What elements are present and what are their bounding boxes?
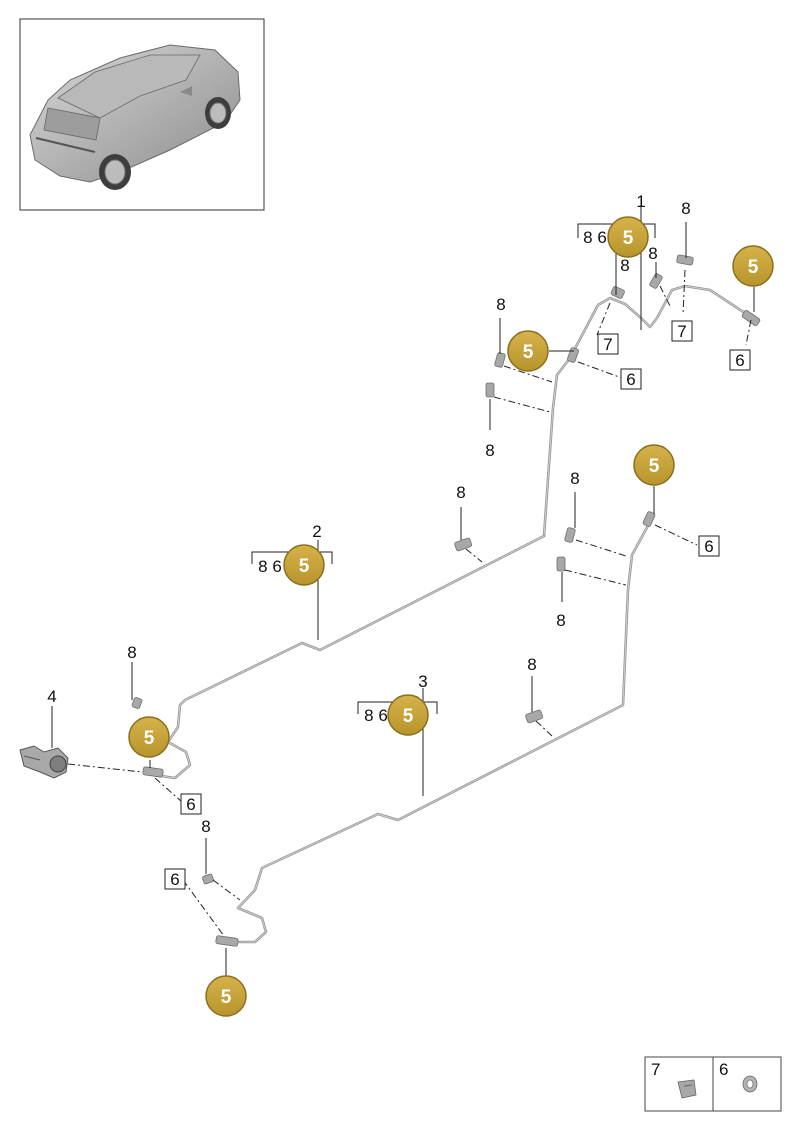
badge-5[interactable]: 5 — [205, 975, 247, 1017]
callout-6-box[interactable]: 6 — [180, 793, 202, 815]
callout-7-box[interactable]: 7 — [597, 333, 619, 355]
svg-text:7: 7 — [603, 335, 612, 354]
callout-6-box[interactable]: 6 — [164, 868, 186, 890]
group-3-label: 8 6 — [364, 706, 388, 725]
callout-4[interactable]: 4 — [47, 687, 56, 706]
callout-1[interactable]: 1 — [636, 192, 645, 211]
pipe-end-fitting[interactable] — [642, 511, 656, 527]
callout-7-box[interactable]: 7 — [671, 320, 693, 342]
callout-6-box[interactable]: 6 — [729, 349, 751, 371]
badge-5[interactable]: 5 — [507, 330, 549, 372]
badge-5[interactable]: 5 — [387, 694, 429, 736]
badge-5[interactable]: 5 — [128, 716, 170, 758]
small-parts-legend: 7 6 — [644, 1056, 782, 1112]
badge-5[interactable]: 5 — [633, 444, 675, 486]
assembly-guide-lines — [67, 269, 752, 937]
svg-text:5: 5 — [748, 257, 759, 278]
callout-6-box[interactable]: 6 — [620, 368, 642, 390]
pipe-fittings — [131, 254, 761, 947]
svg-text:5: 5 — [649, 456, 660, 477]
svg-text:6: 6 — [170, 870, 179, 889]
vehicle-thumbnail-icon — [29, 44, 241, 190]
callout-8[interactable]: 8 — [201, 817, 210, 836]
vehicle-thumbnail[interactable] — [19, 18, 265, 211]
callout-8[interactable]: 8 — [648, 244, 657, 263]
legend-item-6[interactable]: 6 — [719, 1060, 758, 1093]
holder-clip[interactable] — [649, 273, 663, 289]
svg-text:5: 5 — [523, 342, 534, 363]
svg-text:6: 6 — [735, 351, 744, 370]
callout-8[interactable]: 8 — [485, 441, 494, 460]
legend-item-7[interactable]: 7 — [651, 1060, 697, 1099]
holder-clip[interactable] — [564, 527, 576, 543]
holder-clip-icon — [677, 1079, 697, 1099]
sensor-icon — [19, 745, 69, 779]
holder-clip[interactable] — [525, 709, 544, 724]
callout-3[interactable]: 3 — [418, 672, 427, 691]
callout-6-box[interactable]: 6 — [698, 535, 720, 557]
pipe-end-fitting[interactable] — [567, 347, 579, 363]
pipe-1[interactable] — [542, 284, 747, 538]
holder-clip[interactable] — [556, 556, 566, 572]
svg-text:5: 5 — [403, 706, 414, 727]
badge-5[interactable]: 5 — [607, 216, 649, 258]
holder-clip[interactable] — [485, 382, 495, 398]
svg-text:7: 7 — [651, 1060, 660, 1079]
svg-text:6: 6 — [186, 795, 195, 814]
holder-clip[interactable] — [610, 286, 625, 299]
callout-labels: 1 2 3 4 8 6 8 6 8 6 8 8 8 8 8 8 8 8 8 8 … — [47, 192, 690, 836]
svg-text:5: 5 — [144, 728, 155, 749]
svg-text:6: 6 — [719, 1060, 728, 1079]
pipe-end-fitting[interactable] — [741, 309, 761, 327]
group-2-label: 8 6 — [258, 557, 282, 576]
holder-clip[interactable] — [131, 697, 143, 709]
pipe-end-fitting[interactable] — [142, 766, 164, 778]
pipe-2[interactable] — [146, 534, 546, 780]
callout-8[interactable]: 8 — [620, 256, 629, 275]
callout-8[interactable]: 8 — [556, 611, 565, 630]
badge-5[interactable]: 5 — [732, 245, 774, 287]
leader-lines — [51, 207, 755, 976]
callout-8[interactable]: 8 — [456, 483, 465, 502]
callout-8[interactable]: 8 — [127, 643, 136, 662]
badge-5[interactable]: 5 — [283, 544, 325, 586]
clamp-ring-icon — [742, 1075, 758, 1093]
holder-clip[interactable] — [202, 873, 214, 885]
sensor-part-4[interactable] — [19, 745, 69, 779]
holder-clip[interactable] — [494, 352, 506, 368]
callout-8[interactable]: 8 — [570, 469, 579, 488]
svg-text:7: 7 — [677, 322, 686, 341]
svg-text:5: 5 — [623, 228, 634, 249]
holder-clip[interactable] — [454, 537, 473, 552]
svg-text:5: 5 — [221, 987, 232, 1008]
boxed-callouts: 7 7 6 6 6 6 6 — [164, 320, 751, 890]
svg-text:5: 5 — [299, 556, 310, 577]
holder-clip[interactable] — [676, 254, 694, 266]
pipe-end-fitting[interactable] — [215, 935, 239, 947]
callout-8[interactable]: 8 — [496, 295, 505, 314]
svg-text:6: 6 — [704, 537, 713, 556]
callout-2[interactable]: 2 — [312, 522, 321, 541]
callout-8[interactable]: 8 — [681, 199, 690, 218]
svg-text:6: 6 — [626, 370, 635, 389]
callout-8[interactable]: 8 — [527, 655, 536, 674]
gold-badges: 5 5 5 5 5 5 5 5 — [128, 216, 774, 1017]
pipe-3[interactable] — [220, 520, 652, 944]
group-1-label: 8 6 — [583, 228, 607, 247]
